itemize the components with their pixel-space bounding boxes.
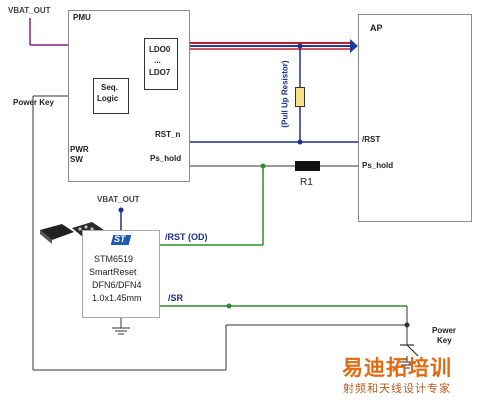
chip-label-1: STM6519: [94, 254, 134, 264]
pullup-label: (Pull Up Resistor): [280, 60, 290, 128]
rst-ap-label: /RST: [362, 135, 381, 144]
chip-ground-symbol: [112, 318, 130, 335]
ldo-block: [144, 38, 178, 90]
power-key-right-label-1: Power: [432, 326, 457, 335]
pmu-label: PMU: [73, 13, 91, 22]
seq-label-2: Logic: [97, 94, 119, 103]
ps-hold-ap-label: Ps_hold: [362, 161, 394, 170]
ldo-power-bus: [178, 39, 358, 53]
seq-label-1: Seq.: [101, 83, 118, 92]
pwr-label-1: PWR: [70, 145, 89, 154]
chip-label-3: DFN6/DFN4: [92, 280, 142, 290]
power-key-loop-wire: [32, 95, 410, 371]
sr-label: /SR: [168, 293, 184, 303]
ldo7-label: LDO7: [149, 68, 171, 77]
rst-od-wire: [160, 163, 266, 246]
power-key-left-label: Power Key: [13, 98, 54, 107]
seq-logic-block: [93, 78, 129, 114]
chip-label-4: 1.0x1.45mm: [92, 293, 142, 303]
rst-od-label: /RST (OD): [165, 232, 208, 242]
power-key-switch: [398, 344, 419, 369]
sr-wire: [160, 303, 408, 345]
pullup-resistor: [295, 87, 305, 107]
chip-label-2: SmartReset: [89, 267, 137, 277]
watermark-title: 易迪拓培训: [342, 356, 452, 380]
st-logo-text: ST: [114, 234, 126, 244]
ldo-dots-label: ...: [154, 56, 161, 65]
rst-n-label: RST_n: [155, 130, 181, 139]
ps-hold-pmu-label: Ps_hold: [150, 154, 182, 163]
ap-label: AP: [370, 23, 383, 33]
pwr-label-2: SW: [70, 155, 83, 164]
r1-resistor: [295, 161, 320, 171]
power-key-right-label-2: Key: [437, 336, 452, 345]
ap-block: [358, 14, 472, 222]
vbat-mid-label: VBAT_OUT: [97, 195, 140, 204]
ldo0-label: LDO0: [149, 45, 171, 54]
watermark-subtitle: 射频和天线设计专家: [343, 382, 451, 395]
r1-label: R1: [300, 177, 313, 188]
vbat-mid-wire: [118, 207, 124, 230]
vbat-top-label: VBAT_OUT: [8, 6, 51, 15]
